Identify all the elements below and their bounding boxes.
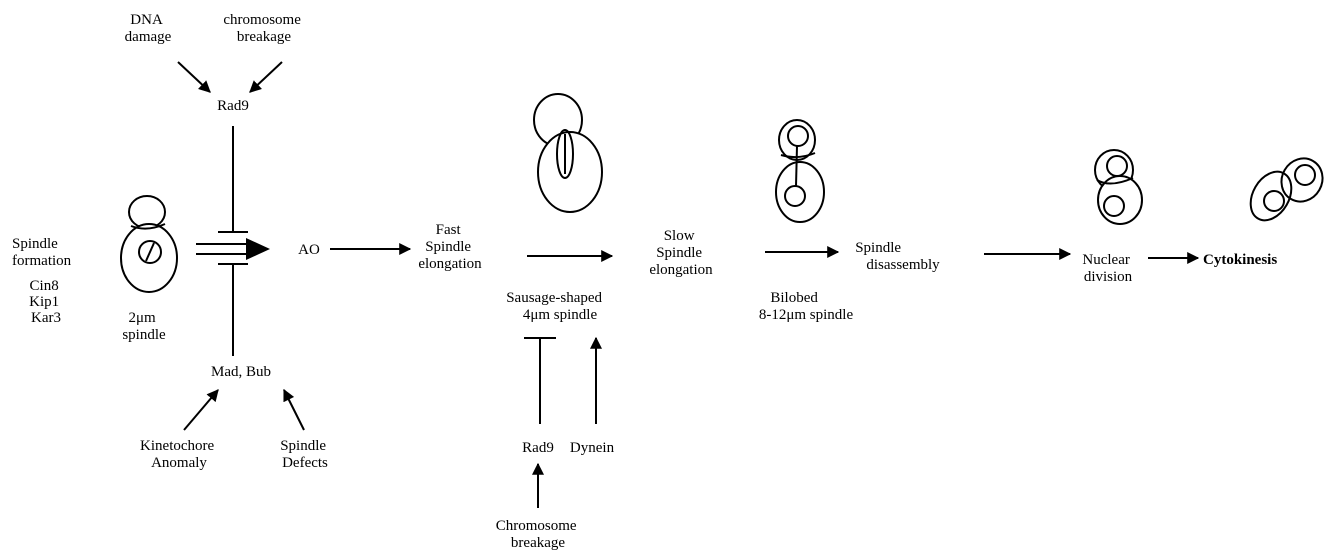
arrow-defects-to-madbub: [284, 390, 304, 430]
chromosome-breakage-top-label: chromosome breakage: [223, 12, 304, 45]
arrow-dna-damage-to-rad9: [178, 62, 210, 92]
cell-cytokinesis-icon: [1242, 151, 1330, 228]
motor-proteins-label: Cin8 Kip1 Kar3: [29, 278, 63, 326]
cytokinesis-label: Cytokinesis: [1203, 252, 1277, 268]
cell-bilobed-spindle-icon: [776, 120, 824, 222]
slow-spindle-elongation-label: Slow Spindle elongation: [649, 228, 713, 278]
rad9-bottom-label: Rad9: [522, 440, 554, 456]
cell-2um-spindle-icon: [121, 196, 177, 292]
spindle-2um-label: 2μm spindle: [122, 310, 166, 343]
dna-damage-label: DNA damage: [125, 12, 172, 45]
mad-bub-label: Mad, Bub: [211, 364, 271, 380]
sausage-shaped-label: Sausage-shaped 4μm spindle: [506, 290, 606, 323]
fast-spindle-elongation-label: Fast Spindle elongation: [418, 222, 482, 272]
rad9-top-label: Rad9: [217, 98, 249, 114]
dynein-label: Dynein: [570, 440, 615, 456]
arrow-kinetochore-to-madbub: [184, 390, 218, 430]
bilobed-label: Bilobed 8-12μm spindle: [759, 290, 854, 323]
spindle-disassembly-label: Spindle disassembly: [855, 240, 940, 273]
chromosome-breakage-bottom-label: Chromosome breakage: [496, 518, 581, 551]
cell-sausage-spindle-icon: [534, 94, 602, 212]
ao-label: AO: [298, 242, 320, 258]
spindle-formation-label: Spindle formation: [12, 236, 72, 269]
kinetochore-anomaly-label: Kinetochore Anomaly: [140, 438, 218, 471]
arrow-breakage-to-rad9: [250, 62, 282, 92]
spindle-defects-label: Spindle Defects: [280, 438, 330, 471]
checkpoint-arrowhead: [246, 238, 270, 260]
cell-nuclear-division-icon: [1095, 150, 1142, 224]
nuclear-division-label: Nuclear division: [1082, 252, 1133, 285]
